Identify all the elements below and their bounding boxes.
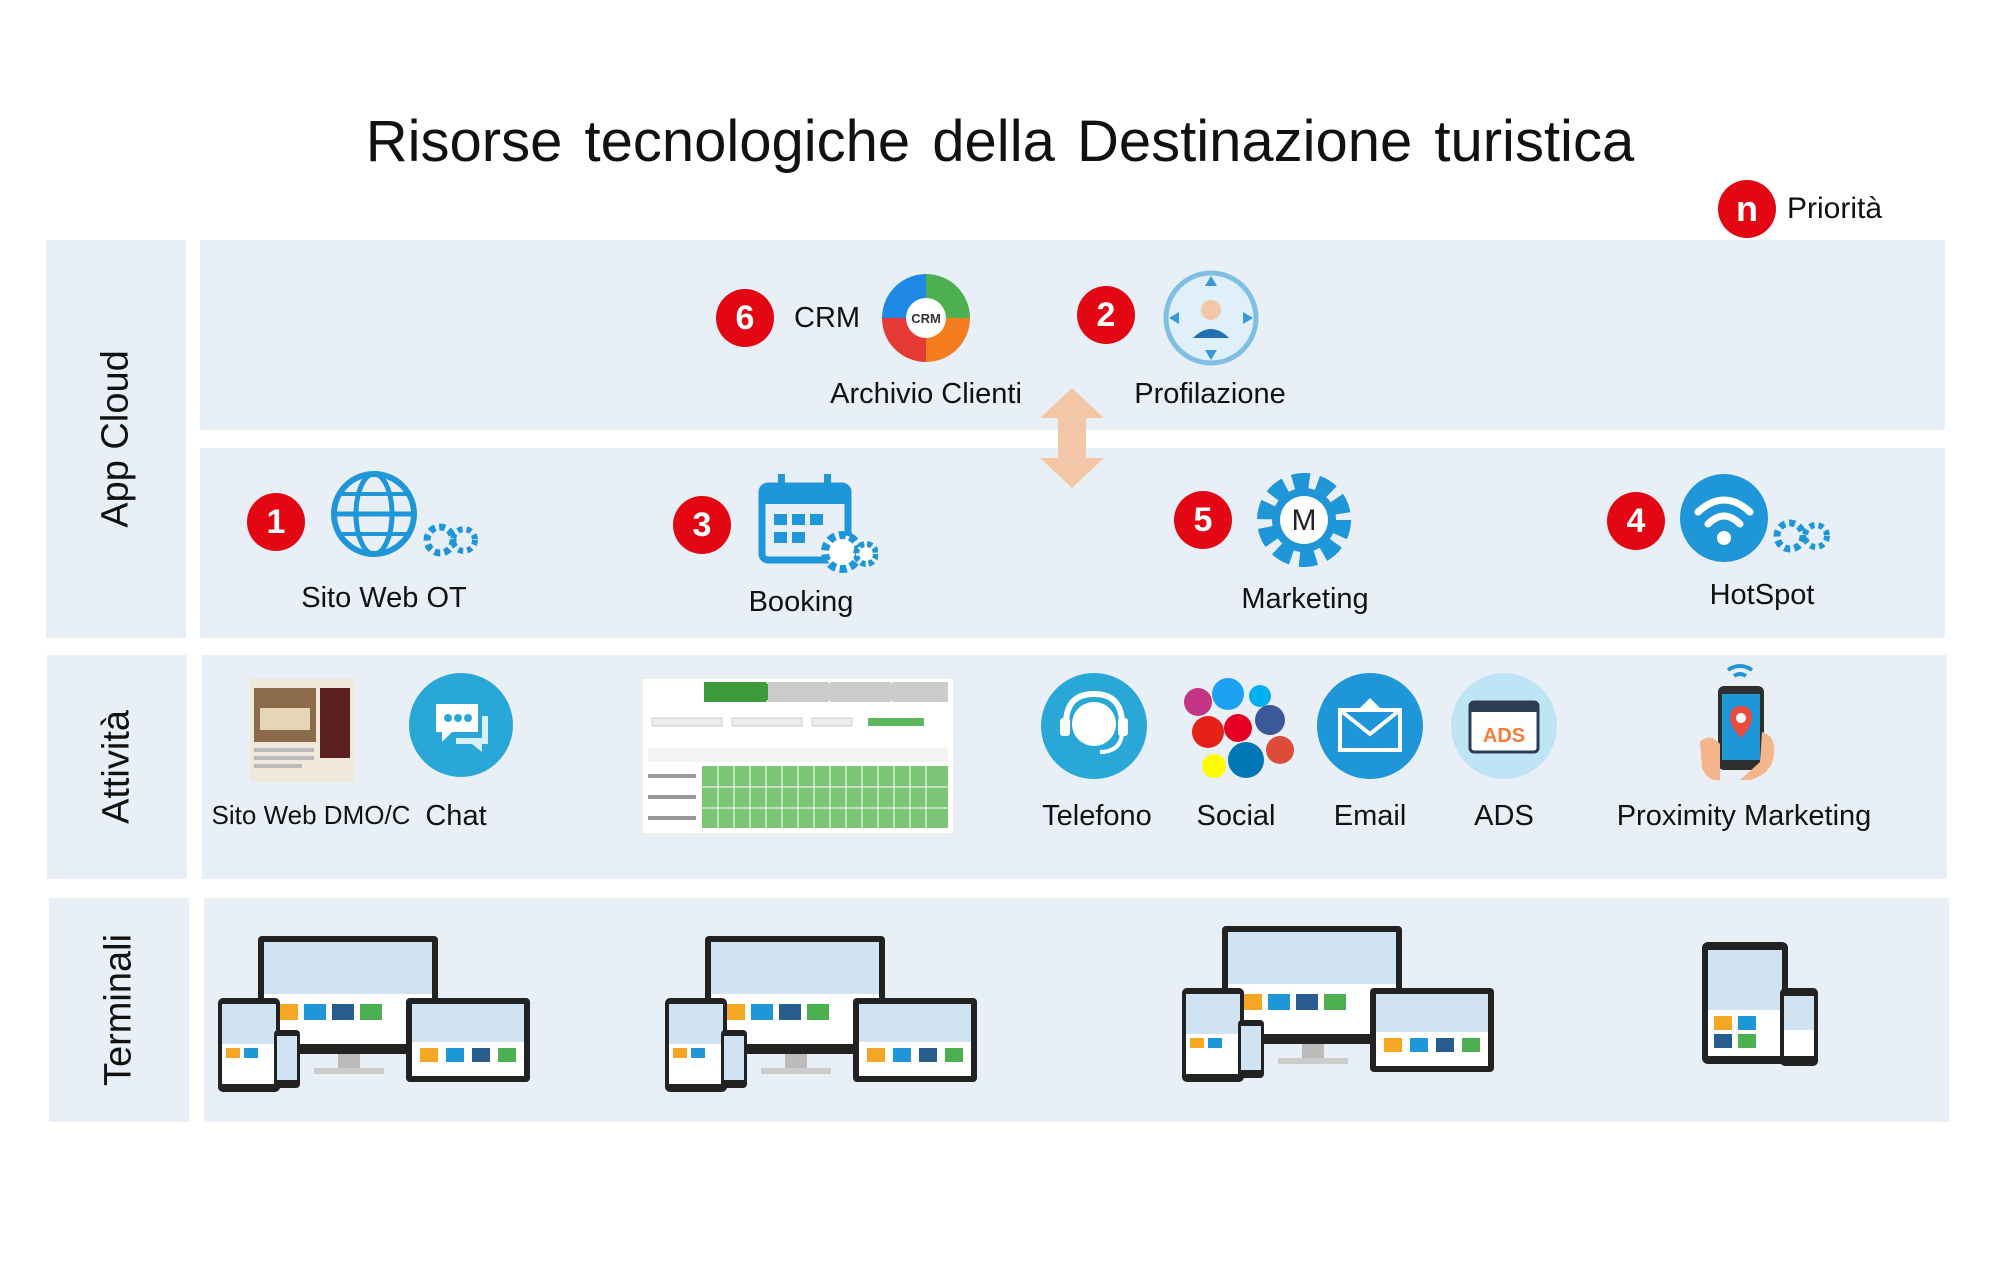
proximity-phone-icon bbox=[1700, 664, 1775, 781]
priority-badge-marketing: 5 bbox=[1174, 491, 1232, 549]
crm-cycle-icon: CRM bbox=[882, 274, 970, 362]
chat-icon bbox=[409, 673, 513, 777]
calendar-gear-icon bbox=[758, 474, 878, 573]
priority-badge-hotspot: 4 bbox=[1607, 492, 1665, 550]
marketing-icon-text: M bbox=[1292, 504, 1317, 537]
wifi-hotspot-icon bbox=[1680, 474, 1830, 562]
hotspot-label: HotSpot bbox=[1709, 579, 1815, 611]
website-screenshot-icon bbox=[250, 678, 354, 782]
priority-legend-badge: n bbox=[1718, 180, 1776, 238]
priority-badge-booking: 3 bbox=[673, 496, 731, 554]
crm-icon-text: CRM bbox=[911, 311, 941, 326]
priority-badge-profilazione: 2 bbox=[1077, 286, 1135, 344]
double-arrow-icon bbox=[1040, 388, 1104, 488]
row-label-app-cloud-text: App Cloud bbox=[94, 350, 137, 528]
ads-icon: ADS bbox=[1451, 673, 1557, 779]
user-profiling-icon bbox=[1163, 270, 1259, 366]
booking-label: Booking bbox=[748, 586, 854, 618]
row-label-terminali: Terminali bbox=[49, 898, 189, 1122]
sito-web-dmo-label: Sito Web DMO/C bbox=[211, 800, 411, 830]
profilazione-label: Profilazione bbox=[1134, 378, 1286, 410]
social-label: Social bbox=[1196, 800, 1276, 832]
tablet-phone-icon bbox=[1700, 940, 1820, 1070]
page-title: Risorse tecnologiche della Destinazione … bbox=[365, 109, 1635, 174]
proximity-marketing-label: Proximity Marketing bbox=[1616, 800, 1872, 832]
headset-phone-icon bbox=[1041, 673, 1147, 779]
email-icon bbox=[1317, 673, 1423, 779]
row-label-attivita: Attività bbox=[47, 655, 187, 879]
sito-web-ot-label: Sito Web OT bbox=[301, 582, 467, 614]
multi-device-icon-3 bbox=[1180, 924, 1496, 1084]
globe-gear-icon bbox=[331, 471, 478, 557]
ads-label: ADS bbox=[1474, 800, 1534, 832]
marketing-label: Marketing bbox=[1241, 583, 1369, 615]
marketing-gear-icon: M bbox=[1257, 473, 1351, 567]
social-network-icons bbox=[1184, 678, 1294, 778]
priority-legend-label: Priorità bbox=[1787, 192, 1883, 225]
row-label-terminali-text: Terminali bbox=[97, 933, 140, 1087]
telefono-label: Telefono bbox=[1042, 800, 1152, 832]
priority-badge-crm: 6 bbox=[716, 289, 774, 347]
email-label: Email bbox=[1333, 800, 1407, 832]
priority-badge-sito-web: 1 bbox=[247, 493, 305, 551]
multi-device-icon-2 bbox=[663, 934, 979, 1094]
row-label-attivita-text: Attività bbox=[95, 709, 138, 825]
multi-device-icon-1 bbox=[216, 934, 532, 1094]
booking-form-screenshot-icon bbox=[642, 678, 954, 834]
crm-label: Archivio Clienti bbox=[830, 378, 1022, 410]
chat-label: Chat bbox=[425, 800, 487, 832]
row-label-app-cloud: App Cloud bbox=[46, 240, 186, 638]
ads-icon-text: ADS bbox=[1483, 725, 1525, 747]
crm-prefix-label: CRM bbox=[794, 302, 861, 334]
